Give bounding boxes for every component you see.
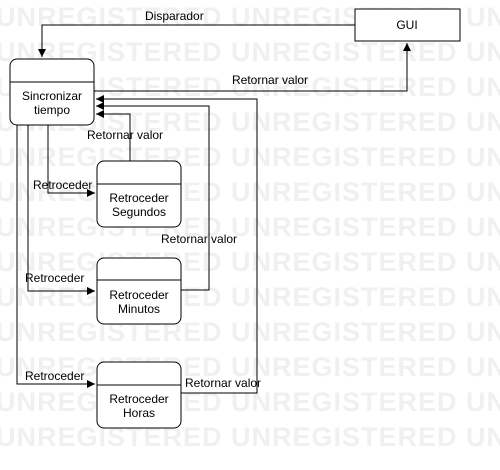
- gui-node[interactable]: GUI: [354, 8, 461, 42]
- rewind-seconds-label-line1: Retroceder: [109, 191, 168, 205]
- flow-return-to-gui-label: Retornar valor: [232, 73, 308, 87]
- rewind-hours-label-line1: Retroceder: [109, 392, 168, 406]
- rewind-minutes-label-line1: Retroceder: [109, 288, 168, 302]
- flow-sync-to-minutes-arrow: [27, 125, 95, 295]
- flow-trigger-label: Disparador: [145, 9, 204, 23]
- flow-minutes-return-label: Retornar valor: [161, 232, 237, 246]
- flow-minutes-return-arrow: [96, 102, 210, 291]
- gui-label: GUI: [396, 18, 417, 32]
- flow-sync-to-hours-arrow: [16, 125, 95, 388]
- flow-sync-to-seconds-arrow: [47, 125, 95, 197]
- flow-sync-to-hours-label: Retroceder: [25, 369, 84, 383]
- flow-trigger-arrow: [38, 24, 355, 57]
- sync-time-label-line2: tiempo: [34, 103, 70, 117]
- flow-seconds-return-arrow: [96, 110, 131, 161]
- flow-hours-return-label: Retornar valor: [185, 376, 261, 390]
- flow-seconds-return-label: Retornar valor: [87, 128, 163, 142]
- rewind-minutes-node[interactable]: Retroceder Minutos: [96, 257, 182, 325]
- flow-sync-to-seconds-label: Retroceder: [33, 178, 92, 192]
- rewind-hours-label-line2: Horas: [123, 406, 155, 420]
- flow-return-to-gui-arrow: [94, 43, 411, 92]
- flow-hours-return-arrow: [96, 95, 258, 394]
- rewind-minutes-label-line2: Minutos: [118, 302, 160, 316]
- sync-time-label-line1: Sincronizar: [22, 89, 82, 103]
- rewind-seconds-node[interactable]: Retroceder Segundos: [96, 160, 182, 228]
- rewind-seconds-label-line2: Segundos: [112, 205, 166, 219]
- rewind-hours-node[interactable]: Retroceder Horas: [96, 361, 182, 429]
- flow-sync-to-minutes-label: Retroceder: [25, 271, 84, 285]
- sync-time-node[interactable]: Sincronizar tiempo: [9, 58, 95, 126]
